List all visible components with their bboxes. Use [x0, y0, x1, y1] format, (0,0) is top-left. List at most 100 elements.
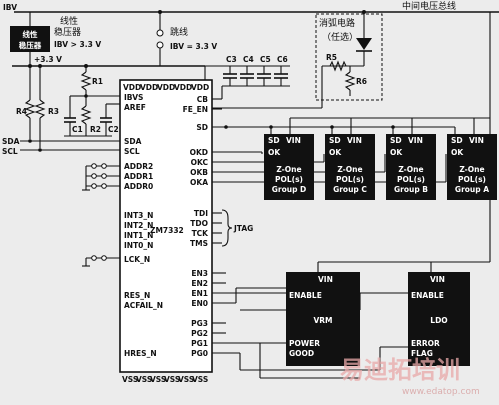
- svg-text:TDO: TDO: [190, 219, 208, 228]
- svg-text:IBVS: IBVS: [124, 93, 143, 102]
- svg-text:VRM: VRM: [313, 316, 332, 325]
- svg-text:AREF: AREF: [124, 103, 146, 112]
- svg-text:ADDR2: ADDR2: [124, 162, 153, 171]
- svg-text:HRES_N: HRES_N: [124, 349, 157, 358]
- svg-text:OKA: OKA: [190, 178, 208, 187]
- r4-label: R4: [16, 107, 27, 116]
- svg-text:VSS: VSS: [192, 375, 208, 384]
- svg-text:SCL: SCL: [124, 147, 140, 156]
- svg-text:LCK_N: LCK_N: [124, 255, 150, 264]
- svg-text:GOOD: GOOD: [289, 349, 314, 358]
- ibv-label: IBV: [3, 3, 17, 12]
- svg-text:OKB: OKB: [190, 168, 208, 177]
- svg-text:PG3: PG3: [191, 319, 208, 328]
- svg-text:FE_EN: FE_EN: [183, 105, 208, 114]
- watermark: 易迪拓培训 www.edatop.com: [340, 356, 480, 397]
- svg-text:OK: OK: [451, 148, 464, 157]
- c1-label: C1: [72, 125, 83, 134]
- svg-text:Z-One: Z-One: [337, 165, 362, 174]
- cap-c6: C6: [274, 55, 288, 86]
- chip-name: ZM7332: [150, 226, 184, 235]
- snubber-note: （任选）: [322, 31, 358, 43]
- svg-text:VSS: VSS: [136, 375, 152, 384]
- svg-text:VIN: VIN: [469, 136, 484, 145]
- svg-text:POL(s): POL(s): [275, 175, 303, 184]
- svg-text:SD: SD: [268, 136, 280, 145]
- svg-text:SD: SD: [451, 136, 463, 145]
- svg-text:VDD: VDD: [157, 83, 175, 92]
- svg-text:Group A: Group A: [455, 185, 489, 194]
- svg-text:Z-One: Z-One: [459, 165, 484, 174]
- svg-text:VIN: VIN: [408, 136, 423, 145]
- svg-text:VSS: VSS: [164, 375, 180, 384]
- svg-text:VSS: VSS: [178, 375, 194, 384]
- jumper: 跳线 IBV = 3.3 V: [156, 12, 217, 80]
- svg-text:LDO: LDO: [430, 316, 447, 325]
- pol-group-a: SD VIN OK Z-One POL(s) Group A: [447, 134, 497, 200]
- pol-group-c: SD VIN OK Z-One POL(s) Group C: [325, 134, 375, 200]
- intermediate-bus: IBV 中间电压总线: [3, 0, 499, 14]
- svg-text:SDA: SDA: [124, 137, 142, 146]
- svg-text:VIN: VIN: [347, 136, 362, 145]
- jumper-label: 跳线: [170, 26, 188, 38]
- svg-text:ENABLE: ENABLE: [411, 291, 444, 300]
- right-pins: CB FE_EN SD OKD OKC OKB OKA TDI TDO TCK …: [183, 95, 210, 358]
- svg-text:EN0: EN0: [191, 299, 208, 308]
- regulator-box-line1: 线性: [23, 29, 38, 39]
- svg-text:TMS: TMS: [190, 239, 208, 248]
- svg-text:FLAG: FLAG: [411, 349, 433, 358]
- svg-text:VDD: VDD: [174, 83, 192, 92]
- svg-text:OKD: OKD: [190, 148, 208, 157]
- cap-c3: C3: [223, 55, 237, 86]
- r3-label: R3: [48, 107, 59, 116]
- svg-text:OK: OK: [268, 148, 281, 157]
- svg-text:ADDR0: ADDR0: [124, 182, 153, 191]
- r1-label: R1: [92, 77, 103, 86]
- svg-text:INT1_N: INT1_N: [124, 231, 153, 240]
- cap-c5: C5: [257, 55, 271, 86]
- svg-text:VDD: VDD: [123, 83, 141, 92]
- ldo-module: VIN ENABLE LDO ERROR FLAG: [408, 272, 470, 366]
- svg-text:CB: CB: [197, 95, 209, 104]
- svg-text:C4: C4: [243, 55, 254, 64]
- svg-text:EN2: EN2: [191, 279, 208, 288]
- r5-label: R5: [326, 53, 337, 62]
- regulator-side-line2: 稳压器: [54, 26, 81, 38]
- svg-text:POL(s): POL(s): [397, 175, 425, 184]
- watermark-main: 易迪拓培训: [340, 356, 460, 384]
- svg-text:INT3_N: INT3_N: [124, 211, 153, 220]
- svg-text:VSS: VSS: [150, 375, 166, 384]
- svg-text:VIN: VIN: [286, 136, 301, 145]
- input-network: R4 R3 R1 R2 C1 C2 SDA: [2, 66, 120, 156]
- svg-text:EN1: EN1: [191, 289, 208, 298]
- svg-text:TDI: TDI: [194, 209, 208, 218]
- svg-text:PG2: PG2: [191, 329, 208, 338]
- svg-text:PG0: PG0: [191, 349, 208, 358]
- svg-text:C6: C6: [277, 55, 288, 64]
- regulator-spec: IBV > 3.3 V: [54, 40, 101, 49]
- jtag-label: JTAG: [233, 224, 253, 233]
- svg-text:ENABLE: ENABLE: [289, 291, 322, 300]
- watermark-sub: www.edatop.com: [402, 387, 480, 397]
- svg-text:Group C: Group C: [333, 185, 367, 194]
- svg-text:ACFAIL_N: ACFAIL_N: [124, 301, 163, 310]
- decoupling-caps: C3 C4 C5 C6: [205, 55, 290, 87]
- snubber-circuit: 消弧电路 （任选） R5 R6: [196, 12, 383, 109]
- r6-label: R6: [356, 77, 367, 86]
- snubber-title: 消弧电路: [319, 17, 355, 29]
- cb-wires: [212, 86, 223, 110]
- zm7332-chip: ZM7332 VDD VDD VDD VDD VDD VSS VSS VSS V…: [119, 79, 213, 384]
- svg-text:PG1: PG1: [191, 339, 208, 348]
- svg-text:OK: OK: [329, 148, 342, 157]
- regulator-side-line1: 线性: [60, 15, 78, 27]
- svg-text:OK: OK: [390, 148, 403, 157]
- svg-text:POWER: POWER: [289, 339, 320, 348]
- linear-regulator: 线性 稳压器 线性 稳压器 IBV > 3.3 V +3.3 V: [10, 12, 160, 68]
- svg-text:SD: SD: [196, 123, 208, 132]
- svg-text:Z-One: Z-One: [398, 165, 423, 174]
- svg-text:RES_N: RES_N: [124, 291, 150, 300]
- svg-text:VSS: VSS: [122, 375, 138, 384]
- svg-text:SD: SD: [329, 136, 341, 145]
- regulator-box-line2: 稳压器: [19, 40, 42, 50]
